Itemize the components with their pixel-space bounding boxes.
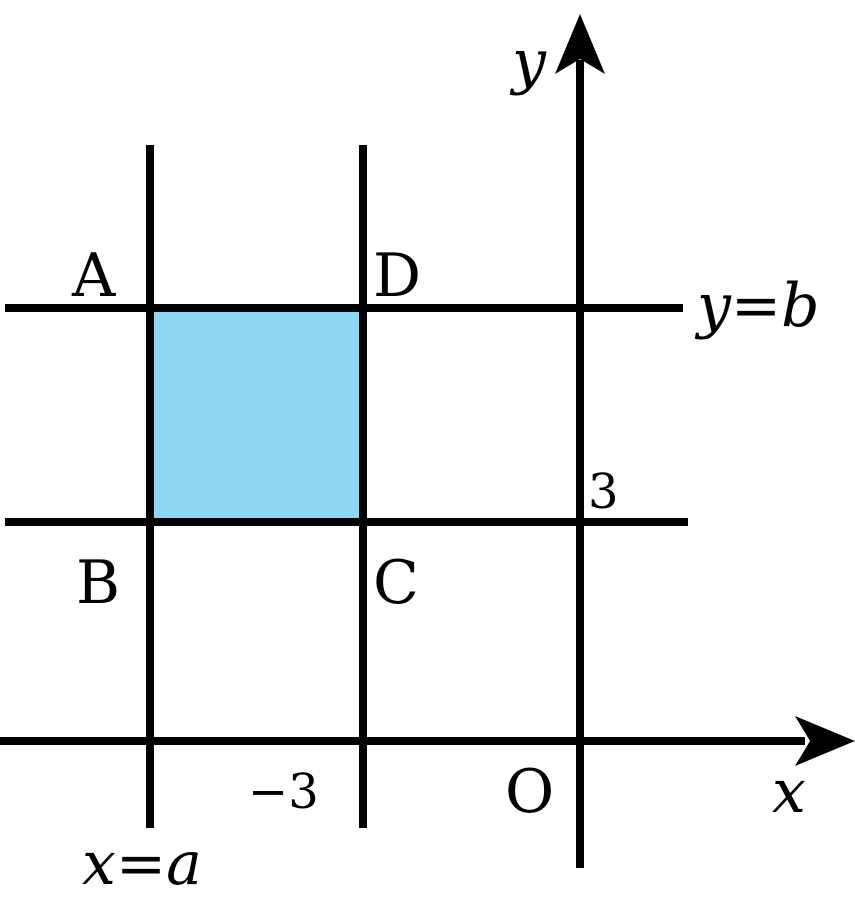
point-label-a: A <box>71 241 116 311</box>
point-label-d: D <box>373 241 421 311</box>
y-axis-arrowhead <box>555 14 605 74</box>
y-axis-label: y <box>509 27 547 97</box>
shaded-rectangle <box>150 308 363 522</box>
label-x-equals-a: x=a <box>82 829 202 899</box>
point-label-b: B <box>76 548 120 618</box>
tick-label-y-3: 3 <box>588 464 619 520</box>
x-axis-arrowhead <box>795 716 855 766</box>
tick-label-x-minus-3: −3 <box>248 764 319 820</box>
label-y-equals-b: y=b <box>694 271 820 341</box>
origin-label: O <box>505 757 554 827</box>
x-axis-label: x <box>772 757 806 827</box>
point-label-c: C <box>373 548 419 618</box>
